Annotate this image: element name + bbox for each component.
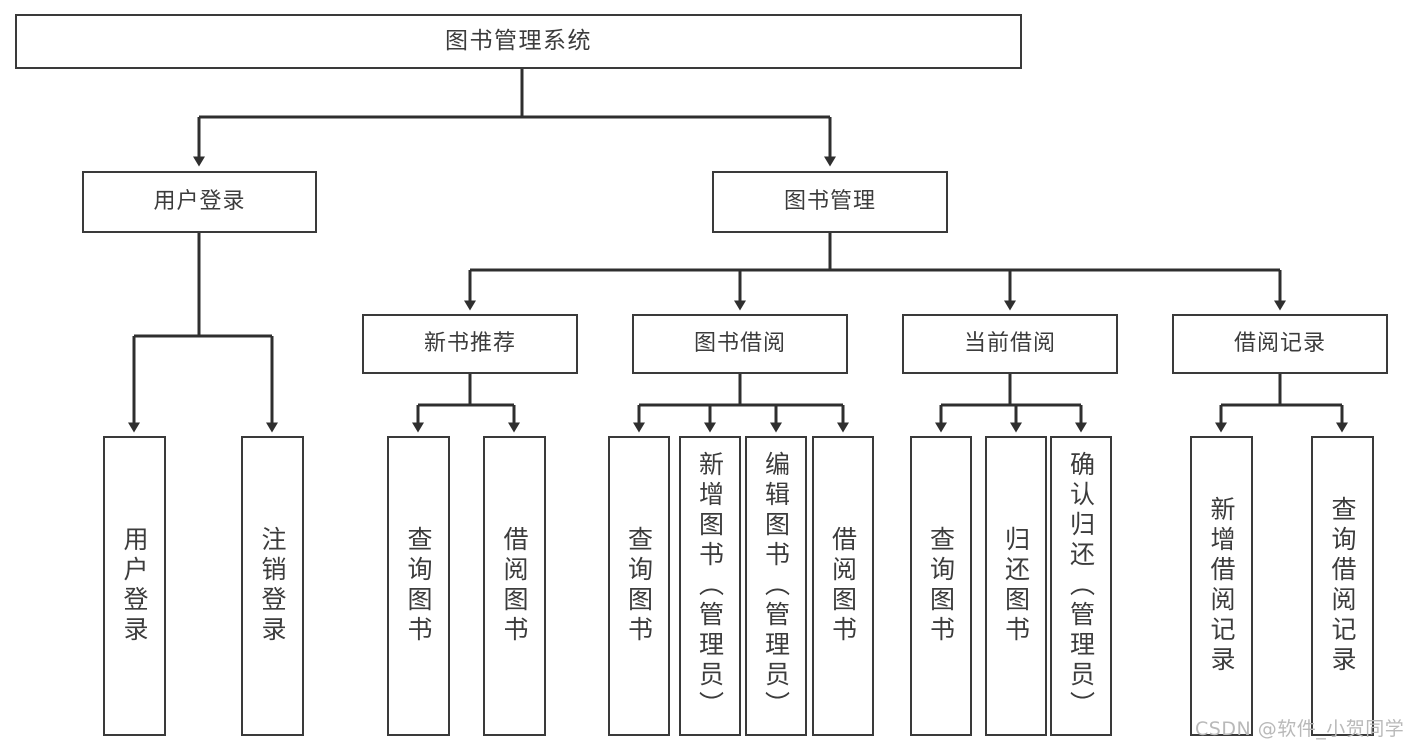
node-leaf-query-book-3-label: 查询图书 [926, 526, 956, 646]
node-leaf-add-borrow-record-label: 新增借阅记录 [1207, 496, 1236, 676]
node-leaf-return-book-label: 归还图书 [1001, 526, 1031, 646]
node-user-login-label: 用户登录 [153, 189, 246, 215]
node-leaf-user-login[interactable]: 用户登录 [103, 436, 166, 736]
node-leaf-add-book-admin[interactable]: 新增图书（管理员） [679, 436, 741, 736]
csdn-watermark: CSDN @软件_小贺同学 [1195, 718, 1405, 740]
node-leaf-user-login-label: 用户登录 [120, 526, 149, 646]
node-current-borrow-label: 当前借阅 [963, 331, 1056, 357]
node-leaf-confirm-return-admin[interactable]: 确认归还（管理员） [1050, 436, 1112, 736]
node-leaf-borrow-book-2-label: 借阅图书 [828, 526, 858, 646]
node-leaf-query-book-1[interactable]: 查询图书 [387, 436, 450, 736]
node-leaf-edit-book-admin[interactable]: 编辑图书（管理员） [745, 436, 807, 736]
node-leaf-return-book[interactable]: 归还图书 [985, 436, 1047, 736]
node-leaf-user-logout[interactable]: 注销登录 [241, 436, 304, 736]
node-borrow-record[interactable]: 借阅记录 [1172, 314, 1388, 374]
node-book-borrow[interactable]: 图书借阅 [632, 314, 848, 374]
node-leaf-query-book-2-label: 查询图书 [624, 526, 654, 646]
node-leaf-query-book-3[interactable]: 查询图书 [910, 436, 972, 736]
node-leaf-confirm-return-admin-label: 确认归还（管理员） [1066, 451, 1096, 721]
node-leaf-edit-book-admin-label: 编辑图书（管理员） [761, 451, 791, 721]
node-book-manage[interactable]: 图书管理 [712, 171, 948, 233]
node-user-login[interactable]: 用户登录 [82, 171, 317, 233]
node-leaf-borrow-book-1[interactable]: 借阅图书 [483, 436, 546, 736]
node-leaf-user-logout-label: 注销登录 [258, 526, 287, 646]
node-leaf-query-borrow-record[interactable]: 查询借阅记录 [1311, 436, 1374, 736]
node-leaf-query-borrow-record-label: 查询借阅记录 [1328, 496, 1357, 676]
node-leaf-borrow-book-1-label: 借阅图书 [500, 526, 529, 646]
node-root[interactable]: 图书管理系统 [15, 14, 1022, 69]
node-book-borrow-label: 图书借阅 [693, 331, 786, 357]
node-current-borrow[interactable]: 当前借阅 [902, 314, 1118, 374]
node-root-label: 图书管理系统 [445, 28, 592, 55]
node-leaf-add-borrow-record[interactable]: 新增借阅记录 [1190, 436, 1253, 736]
node-leaf-borrow-book-2[interactable]: 借阅图书 [812, 436, 874, 736]
node-new-book-recommend[interactable]: 新书推荐 [362, 314, 578, 374]
node-leaf-query-book-2[interactable]: 查询图书 [608, 436, 670, 736]
node-new-book-recommend-label: 新书推荐 [423, 331, 516, 357]
node-leaf-add-book-admin-label: 新增图书（管理员） [695, 451, 725, 721]
node-book-manage-label: 图书管理 [783, 189, 876, 215]
node-leaf-query-book-1-label: 查询图书 [404, 526, 433, 646]
node-borrow-record-label: 借阅记录 [1233, 331, 1326, 357]
